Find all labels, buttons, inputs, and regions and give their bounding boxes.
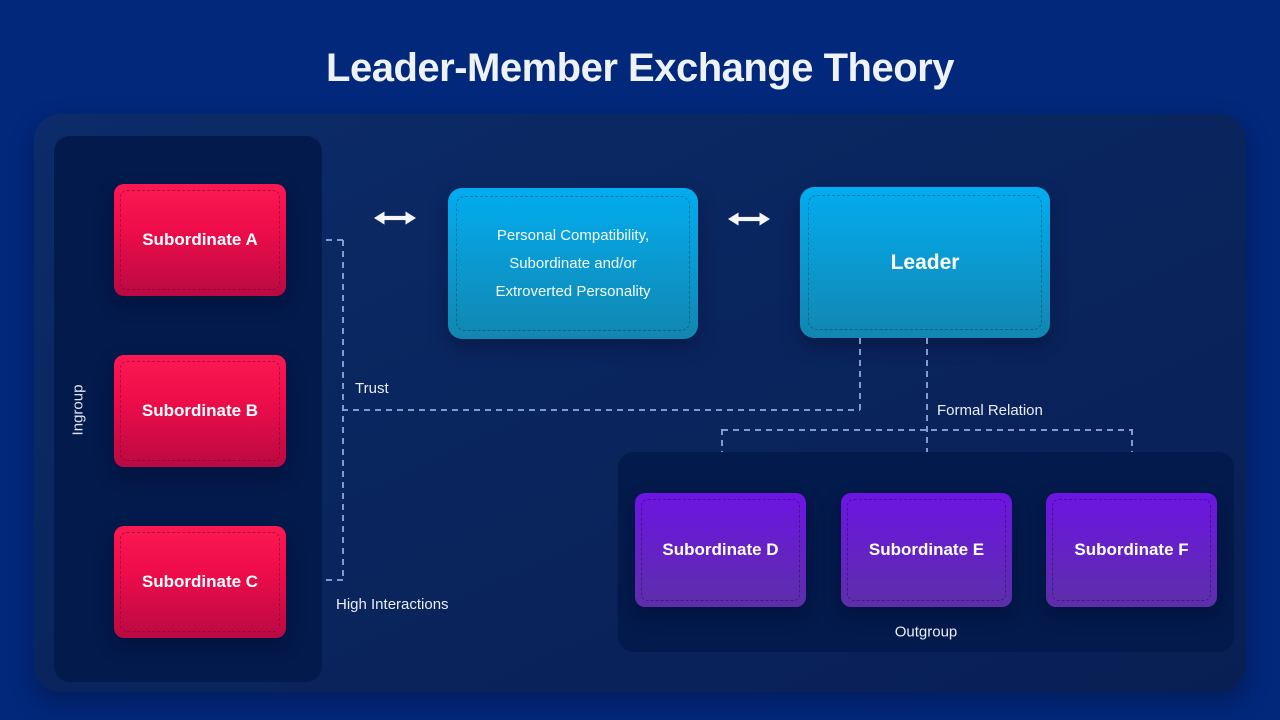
- formal-relation-label: Formal Relation: [937, 402, 1043, 419]
- compatibility-line-3: Extroverted Personality: [495, 282, 651, 300]
- subordinate-d-card: Subordinate D: [635, 493, 806, 607]
- compatibility-line-1: Personal Compatibility,: [496, 226, 650, 244]
- double-arrow-icon: [728, 212, 770, 226]
- formal-relation-line-horizontal: [722, 429, 1132, 431]
- leader-card: Leader: [800, 187, 1050, 338]
- subordinate-a-label: Subordinate A: [142, 230, 258, 249]
- high-interactions-label: High Interactions: [336, 596, 449, 613]
- compatibility-line-2: Subordinate and/or: [509, 254, 637, 272]
- trust-label: Trust: [355, 380, 389, 397]
- compatibility-card: Personal Compatibility, Subordinate and/…: [448, 188, 698, 339]
- formal-relation-stub-left: [721, 429, 723, 455]
- subordinate-c-label: Subordinate C: [141, 572, 259, 591]
- formal-relation-line-center: [926, 338, 928, 455]
- trust-line-horizontal: [342, 409, 860, 411]
- trust-line-vertical: [859, 338, 861, 410]
- outgroup-label: Outgroup: [894, 623, 958, 641]
- formal-relation-stub-right: [1131, 429, 1133, 455]
- subordinate-e-label: Subordinate E: [868, 540, 985, 559]
- subordinate-f-label: Subordinate F: [1074, 540, 1189, 559]
- ingroup-bracket-bottom-tick: [326, 579, 343, 581]
- leader-label: Leader: [890, 250, 960, 274]
- subordinate-a-card: Subordinate A: [114, 184, 286, 296]
- subordinate-b-card: Subordinate B: [114, 355, 286, 467]
- subordinate-c-card: Subordinate C: [114, 526, 286, 638]
- page-title: Leader-Member Exchange Theory: [326, 46, 954, 90]
- subordinate-d-label: Subordinate D: [662, 540, 779, 559]
- double-arrow-icon: [374, 211, 416, 225]
- ingroup-bracket-top-tick: [326, 239, 343, 241]
- ingroup-label: Ingroup: [69, 384, 87, 436]
- subordinate-e-card: Subordinate E: [841, 493, 1012, 607]
- subordinate-b-label: Subordinate B: [141, 401, 259, 420]
- subordinate-f-card: Subordinate F: [1046, 493, 1217, 607]
